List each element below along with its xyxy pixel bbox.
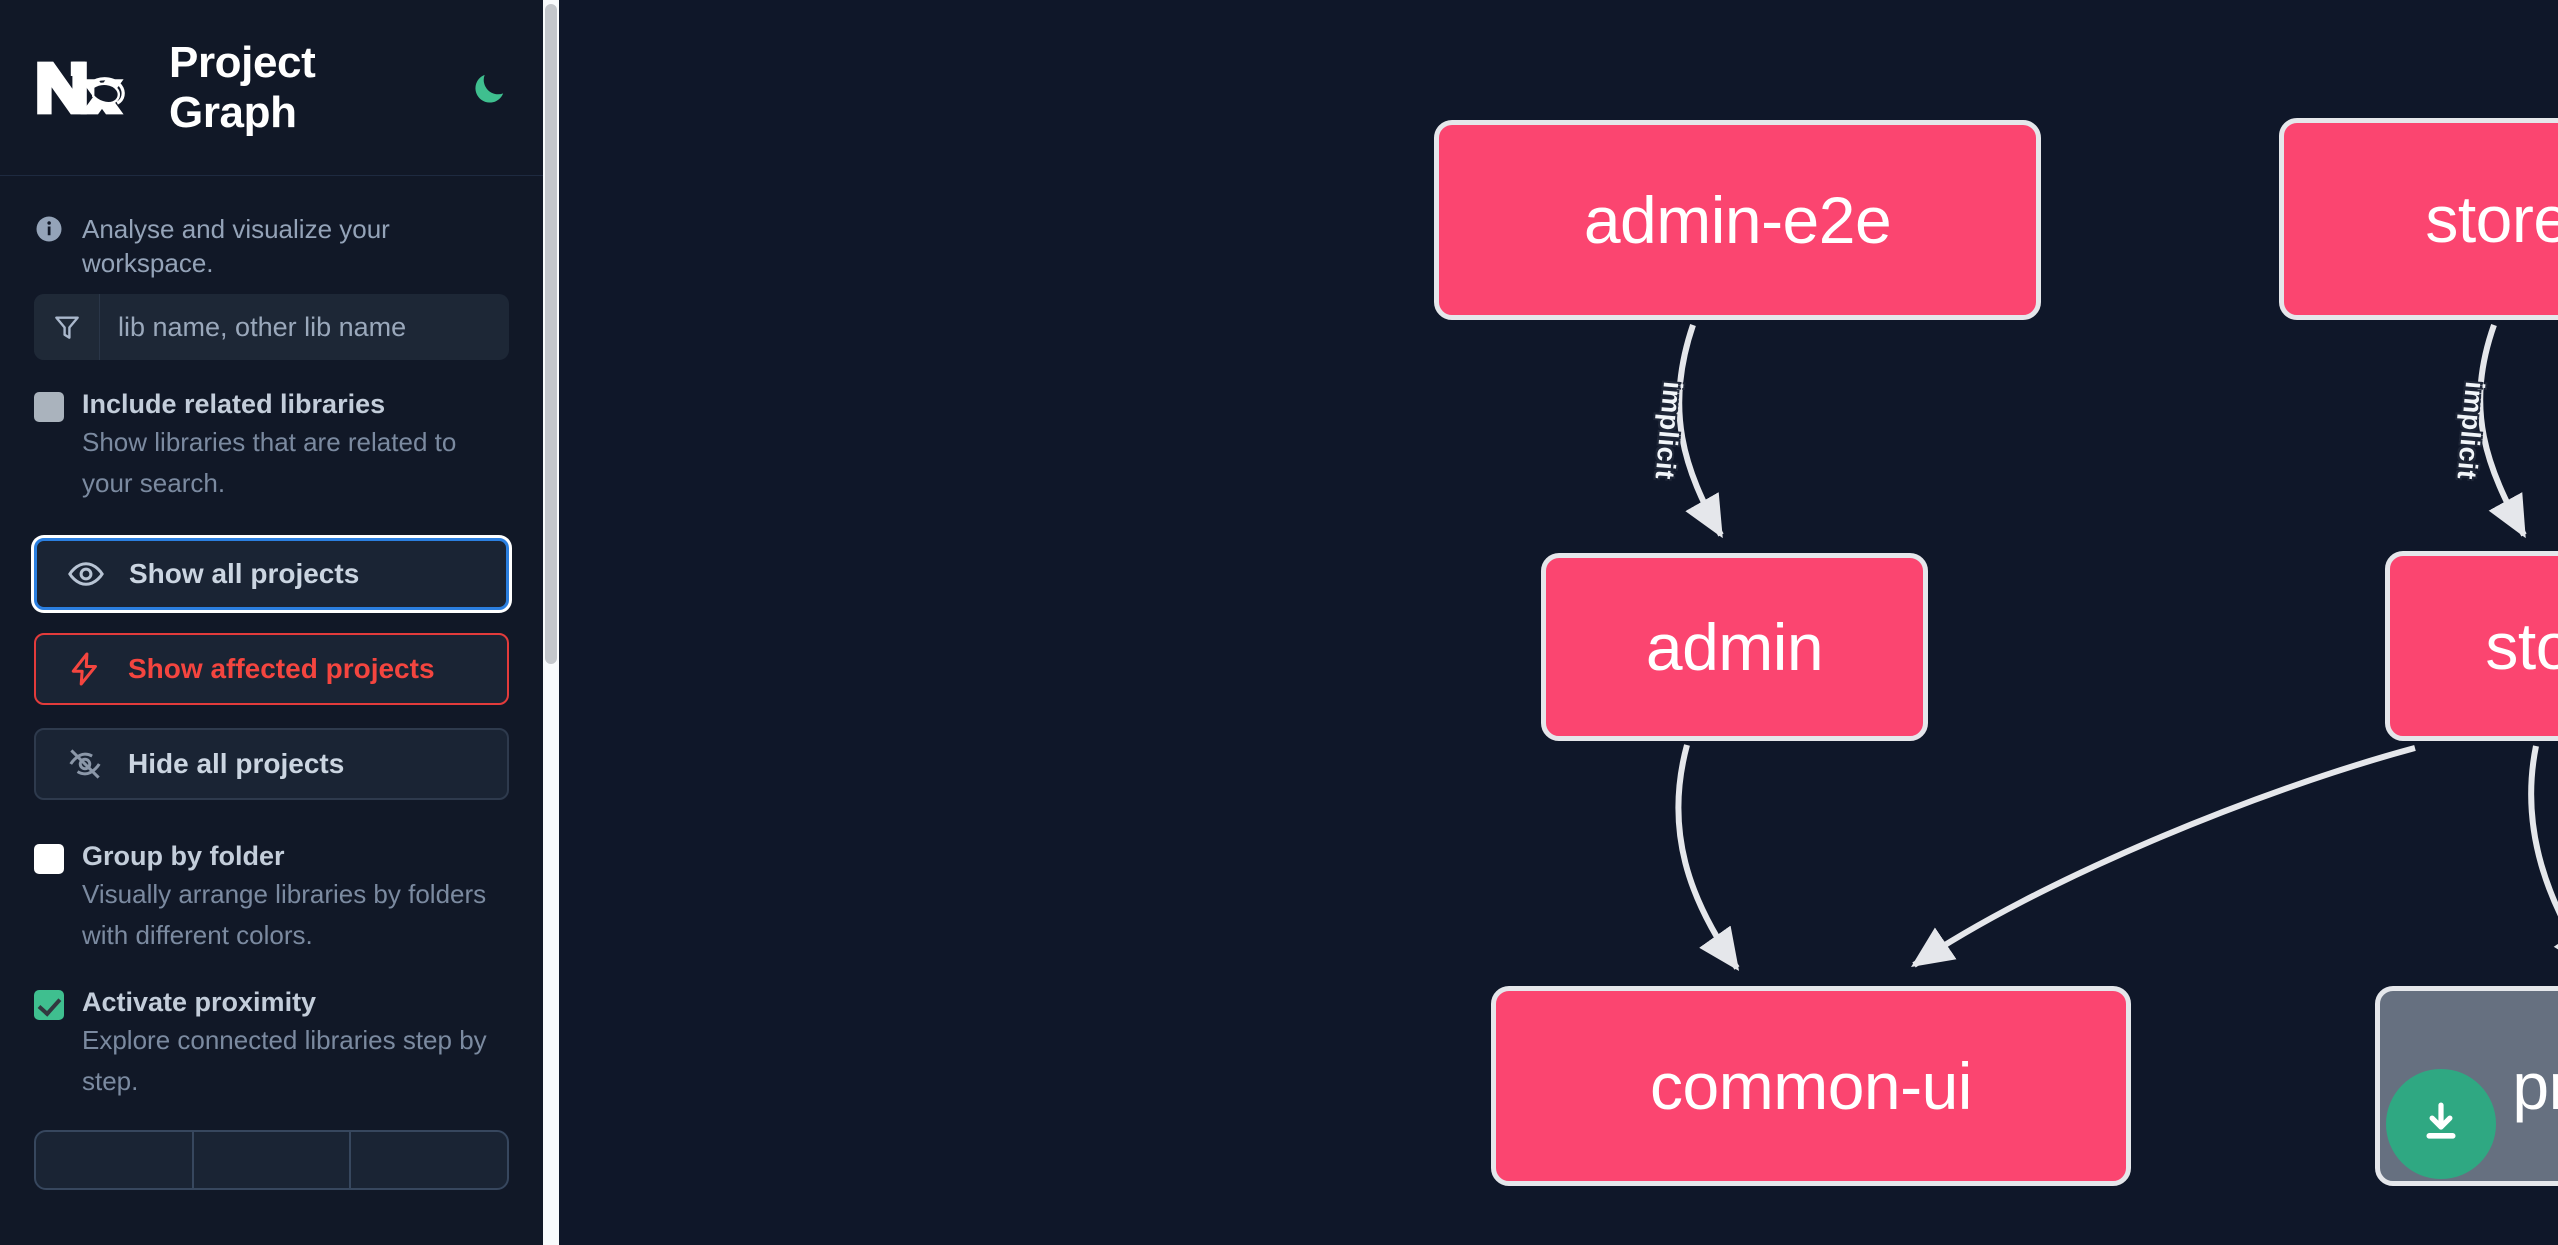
sidebar: Project Graph Analyse and visualize your…	[0, 0, 559, 1245]
node-label: store	[2485, 609, 2558, 683]
option-activate-proximity[interactable]: Activate proximity Explore connected lib…	[0, 956, 543, 1102]
edge-store-to-common-ui	[1911, 745, 2416, 968]
show-all-projects-label: Show all projects	[129, 558, 360, 589]
include-related-libraries-label: Include related libraries	[82, 389, 386, 419]
segmented-control[interactable]	[34, 1130, 509, 1190]
segment-3[interactable]	[351, 1132, 507, 1188]
projects-button-group: Show all projects Show affected projects	[0, 504, 543, 800]
activate-proximity-label: Activate proximity	[82, 987, 317, 1017]
eye-icon	[67, 555, 105, 593]
download-graph-button[interactable]	[2386, 1069, 2496, 1179]
edge-store-to-products	[2528, 745, 2558, 971]
info-icon	[34, 214, 64, 249]
option-include-related-libraries[interactable]: Include related libraries Show libraries…	[0, 360, 543, 504]
node-label: products	[2512, 1049, 2558, 1123]
option-group-by-folder[interactable]: Group by folder Visually arrange librari…	[0, 800, 543, 956]
sidebar-scroll-region: Project Graph Analyse and visualize your…	[0, 0, 543, 1245]
show-affected-projects-label: Show affected projects	[128, 653, 435, 684]
sidebar-scrollbar-thumb[interactable]	[545, 4, 557, 664]
download-icon	[2415, 1096, 2467, 1153]
include-related-libraries-description: Show libraries that are related to your …	[82, 427, 457, 498]
graph-node-admin-e2e[interactable]: admin-e2e	[1434, 120, 2041, 320]
activate-proximity-checkbox[interactable]	[34, 990, 64, 1020]
node-label: store-e2e	[2425, 182, 2558, 256]
node-label: admin-e2e	[1583, 183, 1892, 257]
graph-edges	[1675, 324, 2558, 971]
bolt-icon	[66, 650, 104, 688]
edge-admin-to-common-ui	[1675, 744, 1740, 971]
nx-logo-icon	[34, 55, 130, 121]
graph-canvas[interactable]: admin-e2e store-e2e admin store common-u…	[559, 0, 2558, 1245]
show-affected-projects-button[interactable]: Show affected projects	[34, 633, 509, 705]
segment-2[interactable]	[194, 1132, 352, 1188]
page-title: Project Graph	[169, 37, 316, 137]
hide-all-projects-button[interactable]: Hide all projects	[34, 728, 509, 800]
graph-node-store-e2e[interactable]: store-e2e	[2279, 118, 2558, 320]
group-by-folder-label: Group by folder	[82, 841, 285, 871]
hide-all-projects-label: Hide all projects	[128, 748, 345, 779]
search-input[interactable]	[100, 294, 509, 360]
graph-node-store[interactable]: store	[2385, 551, 2558, 741]
node-label: common-ui	[1650, 1049, 1972, 1123]
segment-1[interactable]	[36, 1132, 194, 1188]
tagline-text: Analyse and visualize your workspace.	[82, 214, 390, 278]
group-by-folder-checkbox[interactable]	[34, 844, 64, 874]
filter-icon[interactable]	[34, 294, 100, 360]
edge-admin-e2e-to-admin	[1676, 324, 1724, 539]
graph-node-admin[interactable]: admin	[1541, 553, 1928, 741]
sidebar-scrollbar[interactable]	[543, 0, 559, 1245]
eye-off-icon	[66, 745, 104, 783]
moon-icon[interactable]	[469, 66, 509, 110]
node-label: admin	[1645, 610, 1824, 684]
sidebar-tagline: Analyse and visualize your workspace.	[0, 176, 543, 280]
group-by-folder-description: Visually arrange libraries by folders wi…	[82, 879, 487, 950]
edge-store-e2e-to-store	[2477, 324, 2527, 539]
include-related-libraries-checkbox[interactable]	[34, 392, 64, 422]
search-bar	[34, 294, 509, 360]
sidebar-header: Project Graph	[0, 0, 543, 176]
activate-proximity-description: Explore connected libraries step by step…	[82, 1025, 487, 1096]
show-all-projects-button[interactable]: Show all projects	[34, 538, 509, 610]
graph-node-common-ui[interactable]: common-ui	[1491, 986, 2131, 1186]
